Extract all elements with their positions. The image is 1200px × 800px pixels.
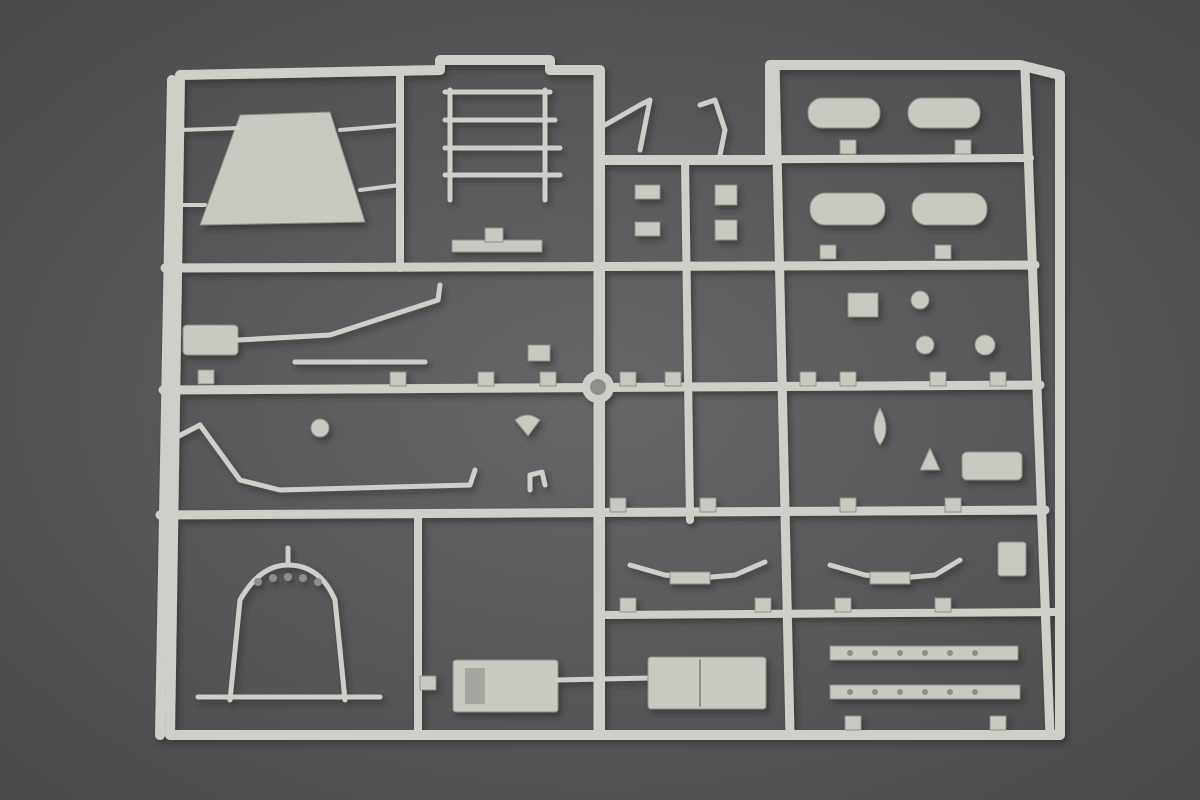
part-hook-2	[697, 97, 728, 158]
part-small-bracket-4	[634, 221, 661, 237]
perforation-holes	[847, 650, 978, 695]
part-wheel-hub-1	[310, 418, 330, 438]
part-small-bracket-3	[634, 184, 661, 200]
part-small-bracket-1	[714, 184, 738, 206]
part-tank-2	[907, 97, 981, 129]
part-attach-2	[338, 123, 402, 132]
part-attach-3	[358, 183, 402, 192]
sprue-left-rail	[155, 75, 177, 740]
part-trapezoid-panel	[199, 111, 366, 226]
sprue-cross-rail-4	[596, 608, 1059, 619]
arch-holes	[254, 573, 322, 586]
part-tank-3	[809, 192, 886, 226]
part-hook-3	[527, 469, 548, 493]
sprue-center-hub-inner	[590, 379, 606, 395]
part-cone	[919, 447, 941, 471]
part-small-box-right	[997, 541, 1027, 577]
part-heart-bracket	[514, 414, 541, 437]
sprue-gate-tabs	[197, 139, 1007, 731]
part-attach-1	[178, 126, 242, 132]
part-spring-block-1	[669, 571, 711, 585]
part-bracket-block	[484, 227, 504, 243]
part-exhaust-pipe	[235, 282, 443, 343]
part-muffler	[182, 324, 239, 356]
part-ball-3	[974, 334, 996, 356]
part-tank-1	[807, 97, 881, 129]
part-gearbox	[647, 656, 767, 710]
part-cube-1	[847, 292, 879, 318]
part-engine-detail	[465, 668, 485, 704]
sprue-cross-rail-top-right	[596, 154, 1034, 164]
sprue-vertical-rail-e	[1020, 65, 1055, 740]
part-drop	[873, 407, 887, 446]
part-cylinder-right	[961, 451, 1023, 481]
part-spring-block-2	[869, 571, 911, 585]
part-ball-2	[915, 335, 935, 355]
part-ladder-frame	[442, 87, 563, 203]
sprue-frame	[155, 55, 1065, 740]
sprue-vertical-rail-c	[681, 156, 694, 524]
part-engine-link	[555, 675, 651, 683]
part-hook-1	[602, 97, 653, 153]
part-tank-4	[911, 192, 988, 226]
part-small-bracket-2	[714, 219, 738, 241]
part-ball-1	[910, 290, 930, 310]
sprue-outer-frame	[165, 55, 605, 740]
part-long-rod	[172, 422, 478, 493]
part-clamp-1	[527, 344, 551, 362]
sprue-vertical-rail-d	[770, 60, 795, 740]
